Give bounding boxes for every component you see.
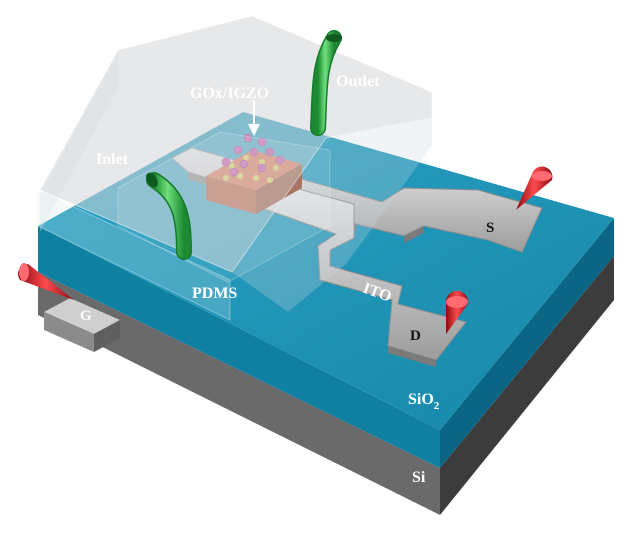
pdms-channel <box>117 131 331 283</box>
inlet-label: Inlet <box>96 151 129 168</box>
pdms-side-face <box>232 118 432 312</box>
gate-pad <box>44 298 120 352</box>
si-right-face <box>440 256 614 515</box>
outlet-tube <box>310 30 342 136</box>
pdms-front-face <box>37 189 231 321</box>
probe-needle-icon <box>516 166 553 210</box>
outlet-label: Outlet <box>336 73 380 90</box>
probe-needle-icon <box>18 263 75 300</box>
sio2-front-face <box>38 226 440 468</box>
sio2-label-base: SiO <box>408 391 434 408</box>
si-layer <box>38 256 614 515</box>
sio2-right-face <box>440 218 614 468</box>
probe-needle-icon <box>446 290 469 334</box>
sio2-label: SiO2 <box>408 391 440 412</box>
down-arrow-icon <box>248 100 260 136</box>
sio2-label-subscript: 2 <box>434 400 440 412</box>
drain-label: D <box>410 328 421 344</box>
pdms-block <box>37 15 433 321</box>
source-label: S <box>486 220 494 236</box>
pdms-label: PDMS <box>192 285 237 302</box>
inlet-tube <box>146 172 192 260</box>
drain-electrode <box>239 177 467 361</box>
pdms-top-face <box>39 15 433 273</box>
gox-igzo-label: GOx/IGZO <box>190 85 269 102</box>
si-label: Si <box>412 469 426 486</box>
si-front-face <box>38 272 440 515</box>
gate-label: G <box>80 308 92 324</box>
